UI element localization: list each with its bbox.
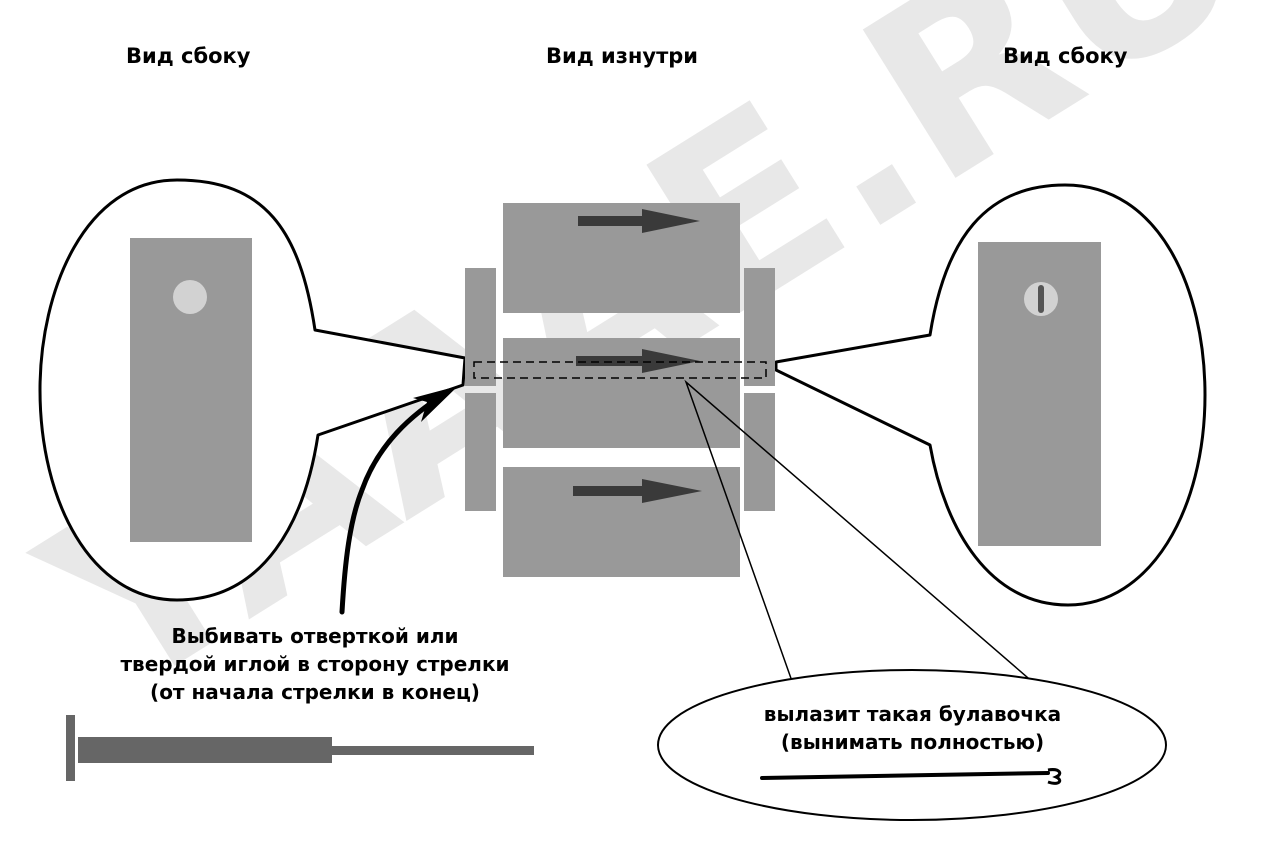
- instruction-text: Выбивать отверткой или твердой иглой в с…: [60, 622, 570, 706]
- link-block-2: [503, 338, 740, 448]
- instruction-arrow: [339, 386, 458, 615]
- pin-shape-loop: [1047, 768, 1062, 785]
- direction-arrow-3: [573, 479, 702, 503]
- right-side-view-callout: [774, 183, 1207, 607]
- inside-view: [465, 203, 775, 577]
- pin-dashed-outline: [473, 361, 767, 379]
- instruction-line-3: (от начала стрелки в конец): [150, 680, 480, 704]
- link-block-3: [503, 467, 740, 577]
- pin-callout-line-2: (вынимать полностью): [780, 730, 1045, 754]
- pin-callout-pointer: [684, 379, 1036, 685]
- pin-callout: [657, 379, 1167, 821]
- instruction-arrow-head: [413, 386, 458, 422]
- heading-inside-view: Вид изнутри: [546, 44, 699, 68]
- instruction-line-1: Выбивать отверткой или: [171, 624, 459, 648]
- left-pin-hole: [173, 280, 207, 314]
- tool-shaft: [332, 746, 534, 755]
- right-lower-plate: [744, 393, 775, 511]
- pin-callout-text: вылазит такая булавочка (вынимать полнос…: [700, 700, 1125, 756]
- heading-right-side-view: Вид сбоку: [1003, 44, 1128, 68]
- heading-left-side-view: Вид сбоку: [126, 44, 251, 68]
- direction-arrow-2: [576, 349, 700, 373]
- instruction-arrow-curve: [339, 389, 451, 615]
- tool-cap: [66, 715, 75, 781]
- left-lower-plate: [465, 393, 496, 511]
- instruction-line-2: твердой иглой в сторону стрелки: [120, 652, 510, 676]
- pin-shape-line: [760, 771, 1050, 780]
- pin-callout-line-1: вылазит такая булавочка: [763, 702, 1062, 726]
- tool-handle: [78, 737, 332, 763]
- left-side-view-callout: [38, 178, 467, 602]
- screwdriver-tool: [66, 715, 534, 781]
- pin-callout-bubble: [657, 669, 1167, 821]
- right-upper-plate: [744, 268, 775, 386]
- right-pin-end: [1038, 285, 1044, 313]
- direction-arrow-1: [578, 209, 700, 233]
- left-upper-plate: [465, 268, 496, 386]
